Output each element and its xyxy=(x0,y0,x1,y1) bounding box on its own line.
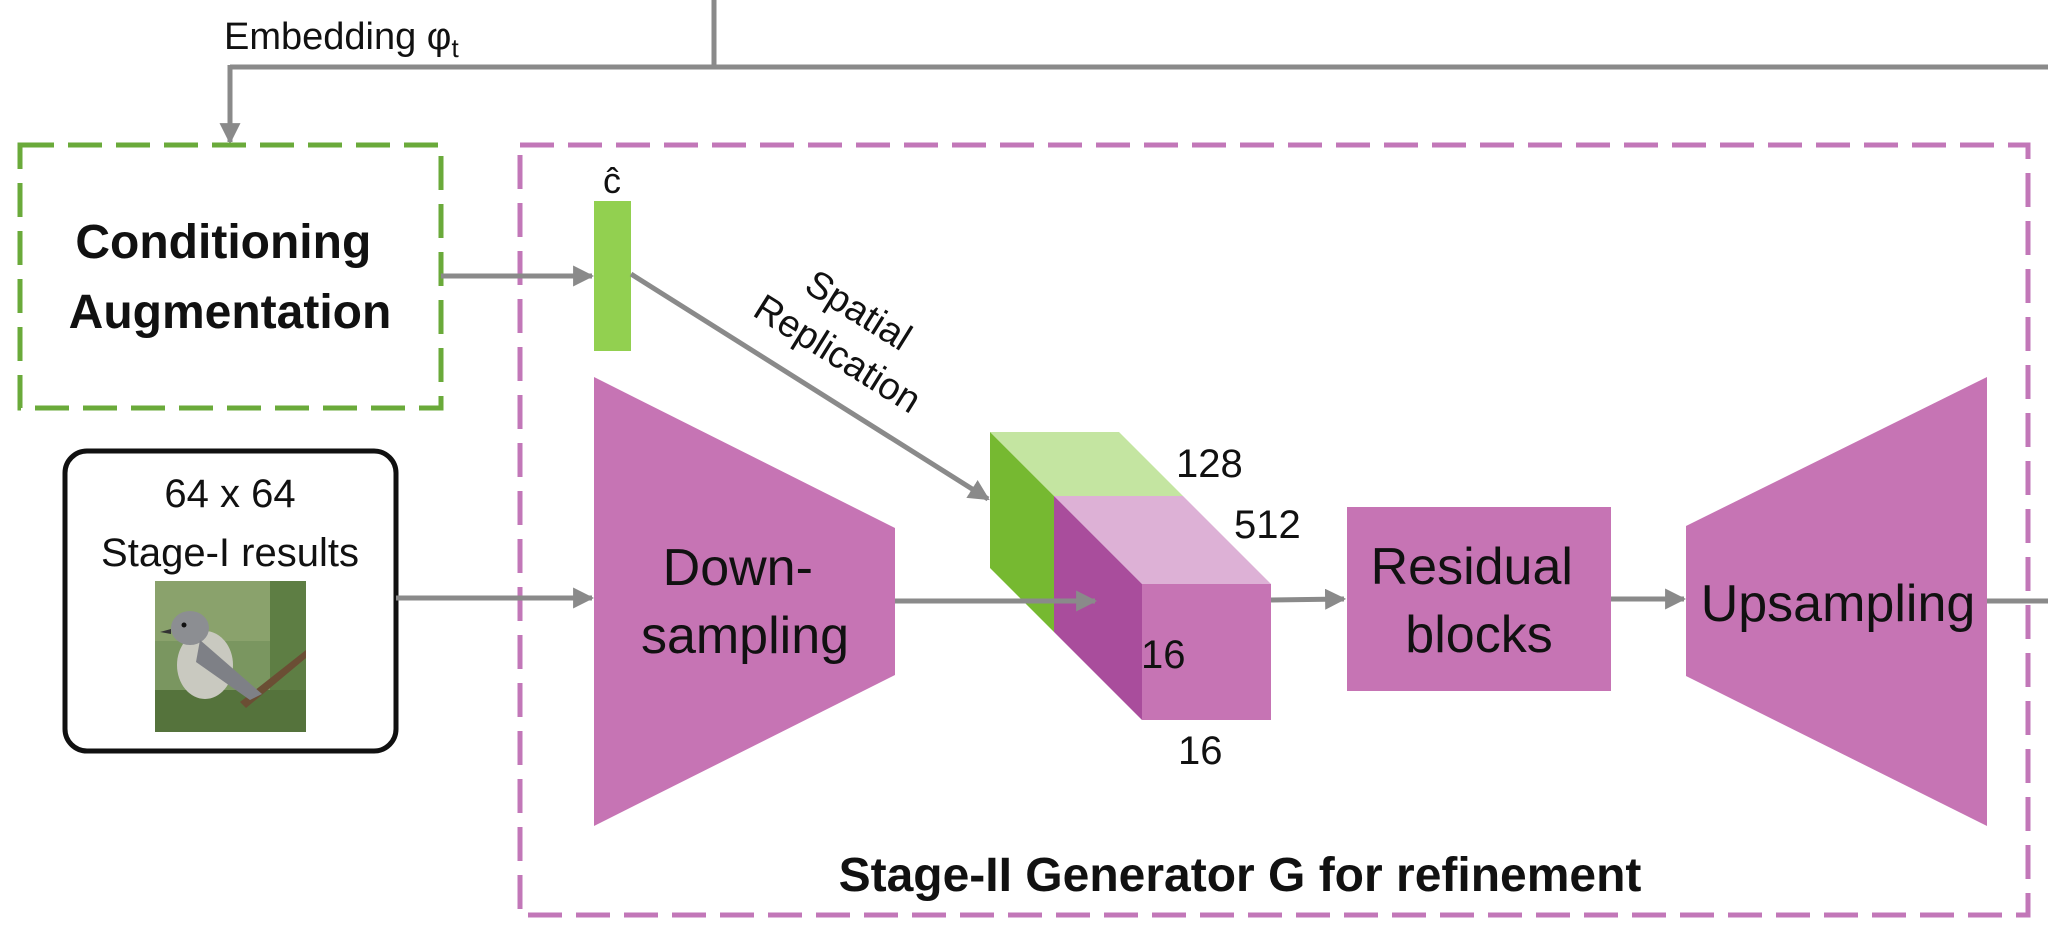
upsampling-block xyxy=(1686,377,1987,826)
embedding-connector xyxy=(219,0,2048,145)
dim-128-label: 128 xyxy=(1176,442,1243,486)
downsampling-label: Down- sampling xyxy=(641,539,849,665)
conditioning-augmentation-box xyxy=(17,142,444,411)
stage1-bird-image xyxy=(155,581,306,732)
downsampling-block xyxy=(594,377,895,826)
c-hat-vector xyxy=(594,201,631,351)
arrow-tensor-to-residual xyxy=(1270,588,1347,610)
spatial-replication-arrow xyxy=(629,271,990,502)
residual-blocks-label: Residual blocks xyxy=(1371,538,1588,664)
spatial-replication-label: Spatial Replication xyxy=(746,246,953,422)
tensor-pink-front xyxy=(1142,584,1271,720)
stage1-results-label: Stage-I results xyxy=(101,531,359,575)
embedding-label: Embedding φt xyxy=(224,16,459,63)
tensor-pink-top xyxy=(1054,496,1271,584)
tensor-green-top xyxy=(990,432,1183,496)
c-hat-label: ĉ xyxy=(603,160,621,201)
tensor-green-side xyxy=(990,432,1054,632)
dim-16-bottom-label: 16 xyxy=(1178,729,1223,773)
tensor-pink-side xyxy=(1054,496,1142,720)
upsampling-label: Upsampling xyxy=(1701,575,1976,633)
residual-blocks xyxy=(1347,507,1611,691)
dim-512-label: 512 xyxy=(1234,503,1301,547)
stage2-generator-boundary xyxy=(517,142,2031,918)
stage1-size-label: 64 x 64 xyxy=(164,472,295,516)
generator-title: Stage-II Generator G for refinement xyxy=(839,849,1642,902)
dim-16-depth-label: 16 xyxy=(1141,633,1186,677)
concatenated-tensor xyxy=(990,432,1271,720)
conditioning-augmentation-label: Conditioning Augmentation xyxy=(69,216,392,339)
